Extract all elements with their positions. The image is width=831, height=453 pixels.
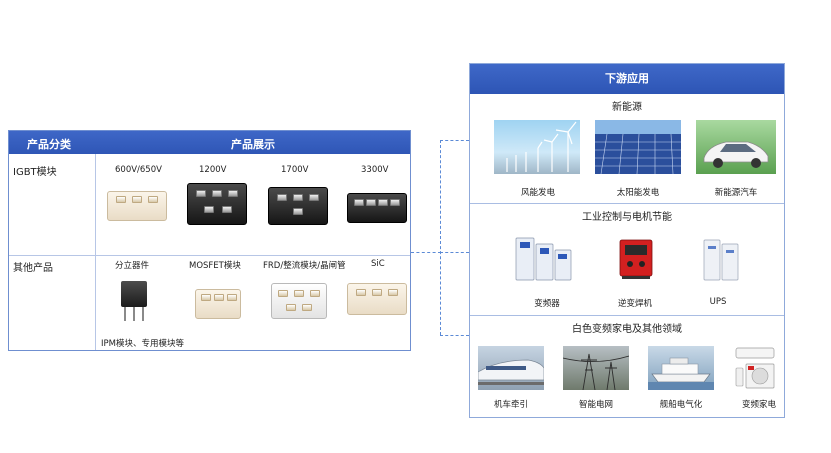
- product-label-1200v: 1200V: [199, 165, 227, 175]
- app-label-solar: 太阳能发电: [616, 188, 660, 198]
- product-label-frd: FRD/整流模块/晶闸管: [263, 261, 346, 271]
- column-divider: [95, 154, 96, 350]
- product-label-mosfet: MOSFET模块: [189, 261, 241, 271]
- product-category-table: 产品分类 产品展示 IGBT模块 600V/650V 1200V 1700V 3…: [8, 130, 411, 351]
- sic-module-image: [347, 283, 407, 315]
- device-lead: [124, 307, 126, 321]
- inverter-drive-photo: [514, 236, 576, 282]
- frd-module-image: [271, 283, 327, 319]
- header-product-display: 产品展示: [231, 138, 275, 151]
- igbt-module-1200v-image: [187, 183, 247, 225]
- section-title-appliances: 白色变频家电及其他领域: [572, 324, 682, 335]
- connector-line: [440, 335, 469, 336]
- device-lead: [142, 307, 144, 321]
- app-label-grid: 智能电网: [578, 400, 613, 410]
- category-other: 其他产品: [13, 263, 53, 274]
- connector-line: [440, 140, 441, 335]
- discrete-device-image: [121, 281, 147, 307]
- mosfet-module-image: [195, 289, 241, 319]
- ups-unit-photo: [700, 236, 744, 282]
- header-category: 产品分类: [27, 138, 71, 151]
- electric-car-photo: [696, 120, 776, 174]
- connector-line: [440, 140, 469, 141]
- panel-title: 下游应用: [470, 64, 784, 94]
- app-label-appliance: 变频家电: [741, 400, 776, 410]
- row-divider: [9, 255, 410, 256]
- connector-line: [440, 252, 469, 253]
- device-lead: [133, 307, 135, 321]
- product-label-600v: 600V/650V: [115, 165, 162, 175]
- section-divider: [470, 203, 784, 204]
- app-label-inverter: 变频器: [534, 299, 560, 309]
- section-title-industrial: 工业控制与电机节能: [582, 212, 672, 223]
- table-header: 产品分类 产品展示: [9, 131, 410, 154]
- app-label-ev: 新能源汽车: [714, 188, 758, 198]
- app-label-wind: 风能发电: [520, 188, 555, 198]
- welding-machine-photo: [616, 236, 656, 282]
- igbt-module-600v-image: [107, 191, 167, 221]
- connector-line: [411, 252, 441, 253]
- train-photo: [478, 346, 544, 390]
- igbt-module-3300v-image: [347, 193, 407, 223]
- product-label-sic: SiC: [371, 259, 385, 269]
- other-products-note: IPM模块、专用模块等: [101, 339, 184, 349]
- product-label-1700v: 1700V: [281, 165, 309, 175]
- power-grid-photo: [563, 346, 629, 390]
- section-title-new-energy: 新能源: [612, 102, 642, 113]
- app-label-ship: 舰船电气化: [659, 400, 703, 410]
- product-label-3300v: 3300V: [361, 165, 389, 175]
- solar-panel-photo: [595, 120, 681, 174]
- product-label-discrete: 分立器件: [115, 261, 150, 271]
- app-label-ups: UPS: [709, 297, 727, 307]
- ship-photo: [648, 346, 714, 390]
- igbt-module-1700v-image: [268, 187, 328, 225]
- air-conditioner-photo: [732, 346, 778, 390]
- category-igbt: IGBT模块: [13, 167, 57, 178]
- wind-turbine-photo: [494, 120, 580, 174]
- app-label-train: 机车牵引: [493, 400, 528, 410]
- app-label-welder: 逆变焊机: [617, 299, 652, 309]
- downstream-applications-panel: 下游应用 新能源 风能发电 太阳能发电 新能源汽车: [469, 63, 785, 418]
- section-divider: [470, 315, 784, 316]
